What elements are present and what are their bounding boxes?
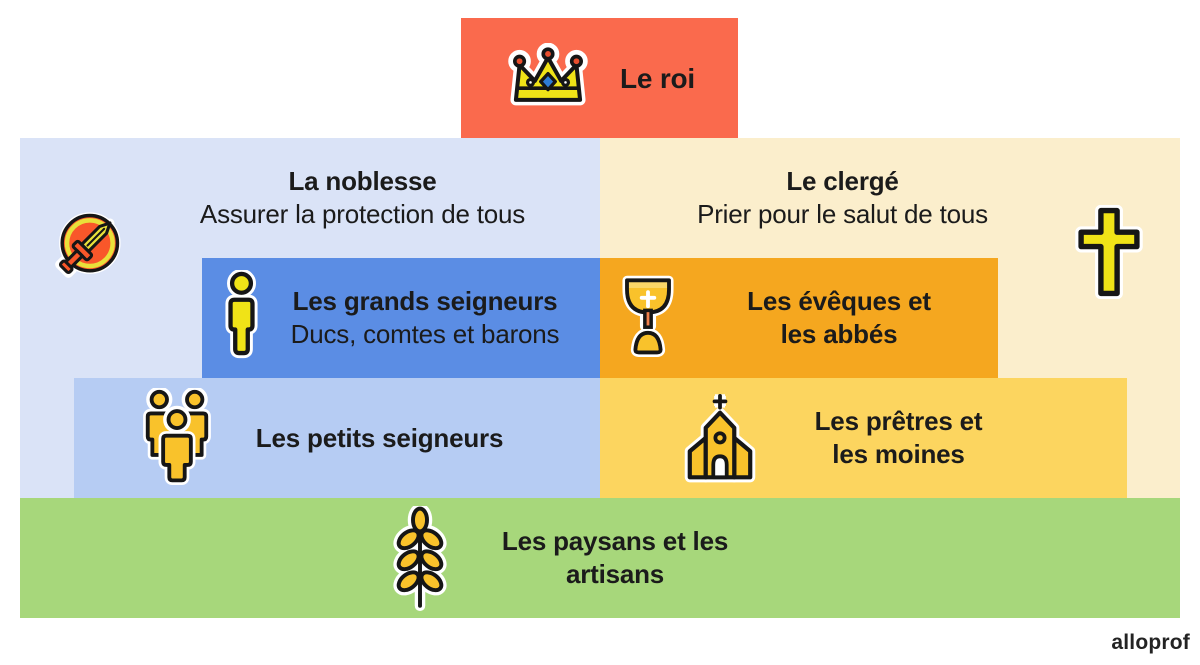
- clerge-text: Le clergé Prier pour le salut de tous: [600, 165, 1085, 231]
- pretres-line2: les moines: [832, 439, 965, 469]
- eveques-line1: Les évêques et: [747, 286, 931, 316]
- clerge-title: Le clergé: [786, 166, 899, 196]
- noblesse-subtitle: Assurer la protection de tous: [199, 199, 526, 229]
- grands-seigneurs-text: Les grands seigneurs Ducs, comtes et bar…: [262, 258, 588, 378]
- king-label: Le roi: [619, 62, 696, 94]
- level-king: Le roi: [461, 18, 738, 138]
- cross-icon: [1075, 205, 1143, 299]
- paysans-title: Les paysans et les artisans: [501, 526, 729, 589]
- level-petits-seigneurs: Les petits seigneurs: [74, 378, 600, 498]
- noblesse-title: La noblesse: [288, 166, 437, 196]
- level-grands-seigneurs: Les grands seigneurs Ducs, comtes et bar…: [202, 258, 600, 378]
- alloprof-logo: alloprof: [1111, 631, 1190, 654]
- crown-icon: [508, 43, 588, 106]
- pretres-text: Les prêtres et les moines: [780, 378, 1017, 498]
- eveques-line2: les abbés: [780, 319, 898, 349]
- petits-seigneurs-title: Les petits seigneurs: [255, 422, 504, 453]
- grands-seigneurs-subtitle: Ducs, comtes et barons: [290, 319, 560, 349]
- level-pretres: Les prêtres et les moines: [600, 378, 1127, 498]
- level-paysans: Les paysans et les artisans: [20, 498, 1180, 618]
- paysans-text: Les paysans et les artisans: [450, 498, 780, 618]
- pretres-line1: Les prêtres et: [814, 406, 983, 436]
- eveques-text: Les évêques et les abbés: [690, 258, 988, 378]
- wheat-icon: [393, 506, 447, 611]
- chalice-icon: [622, 275, 674, 357]
- clerge-subtitle: Prier pour le salut de tous: [697, 199, 988, 229]
- petits-seigneurs-text: Les petits seigneurs: [224, 378, 535, 498]
- level-eveques: Les évêques et les abbés: [600, 258, 998, 378]
- noblesse-text: La noblesse Assurer la protection de tou…: [125, 165, 600, 231]
- people-group-icon: [143, 388, 211, 485]
- grands-seigneurs-title: Les grands seigneurs: [292, 286, 558, 316]
- sword-icon: [55, 212, 121, 278]
- church-icon: [684, 393, 756, 483]
- person-icon: [225, 270, 258, 359]
